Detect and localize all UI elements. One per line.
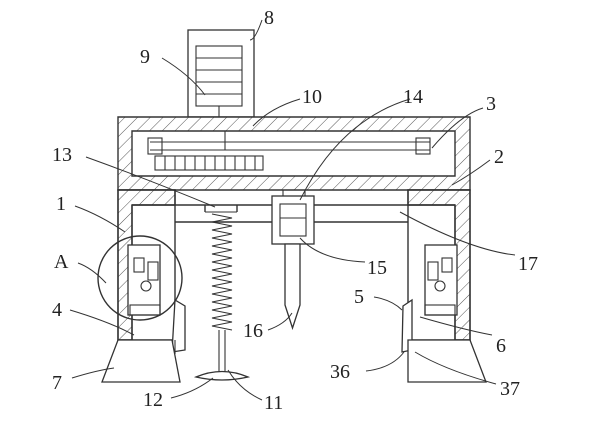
top-frame [117, 116, 471, 191]
label-9: 9 [140, 46, 150, 68]
left-clamp-assembly [127, 244, 186, 354]
label-37: 37 [500, 378, 520, 400]
label-a: A [54, 251, 69, 273]
cutter-blade [284, 243, 301, 331]
label-12: 12 [143, 389, 163, 411]
label-5: 5 [354, 286, 364, 308]
label-2: 2 [494, 146, 504, 168]
label-15: 15 [367, 257, 387, 279]
motor-housing [187, 29, 255, 118]
label-11: 11 [264, 392, 283, 414]
left-foot [101, 339, 181, 383]
right-clamp-assembly [401, 244, 458, 353]
suction-pad [193, 370, 251, 381]
leader-lines [69, 19, 516, 401]
belt-drive [147, 131, 431, 171]
cutter-holder [271, 190, 315, 245]
label-7: 7 [52, 372, 62, 394]
label-1: 1 [56, 193, 66, 215]
label-13: 13 [52, 144, 72, 166]
label-36: 36 [330, 361, 350, 383]
reference-labels: 8 9 10 14 3 2 13 1 A 4 7 12 11 16 15 17 … [52, 7, 538, 414]
spring-column [204, 205, 238, 372]
label-3: 3 [486, 93, 496, 115]
label-16: 16 [243, 320, 263, 342]
label-10: 10 [302, 86, 322, 108]
label-6: 6 [496, 335, 506, 357]
label-4: 4 [52, 299, 62, 321]
label-17: 17 [518, 253, 538, 275]
label-8: 8 [264, 7, 274, 29]
label-14: 14 [403, 86, 423, 108]
right-foot [407, 339, 487, 383]
detail-circle-a [97, 235, 183, 321]
